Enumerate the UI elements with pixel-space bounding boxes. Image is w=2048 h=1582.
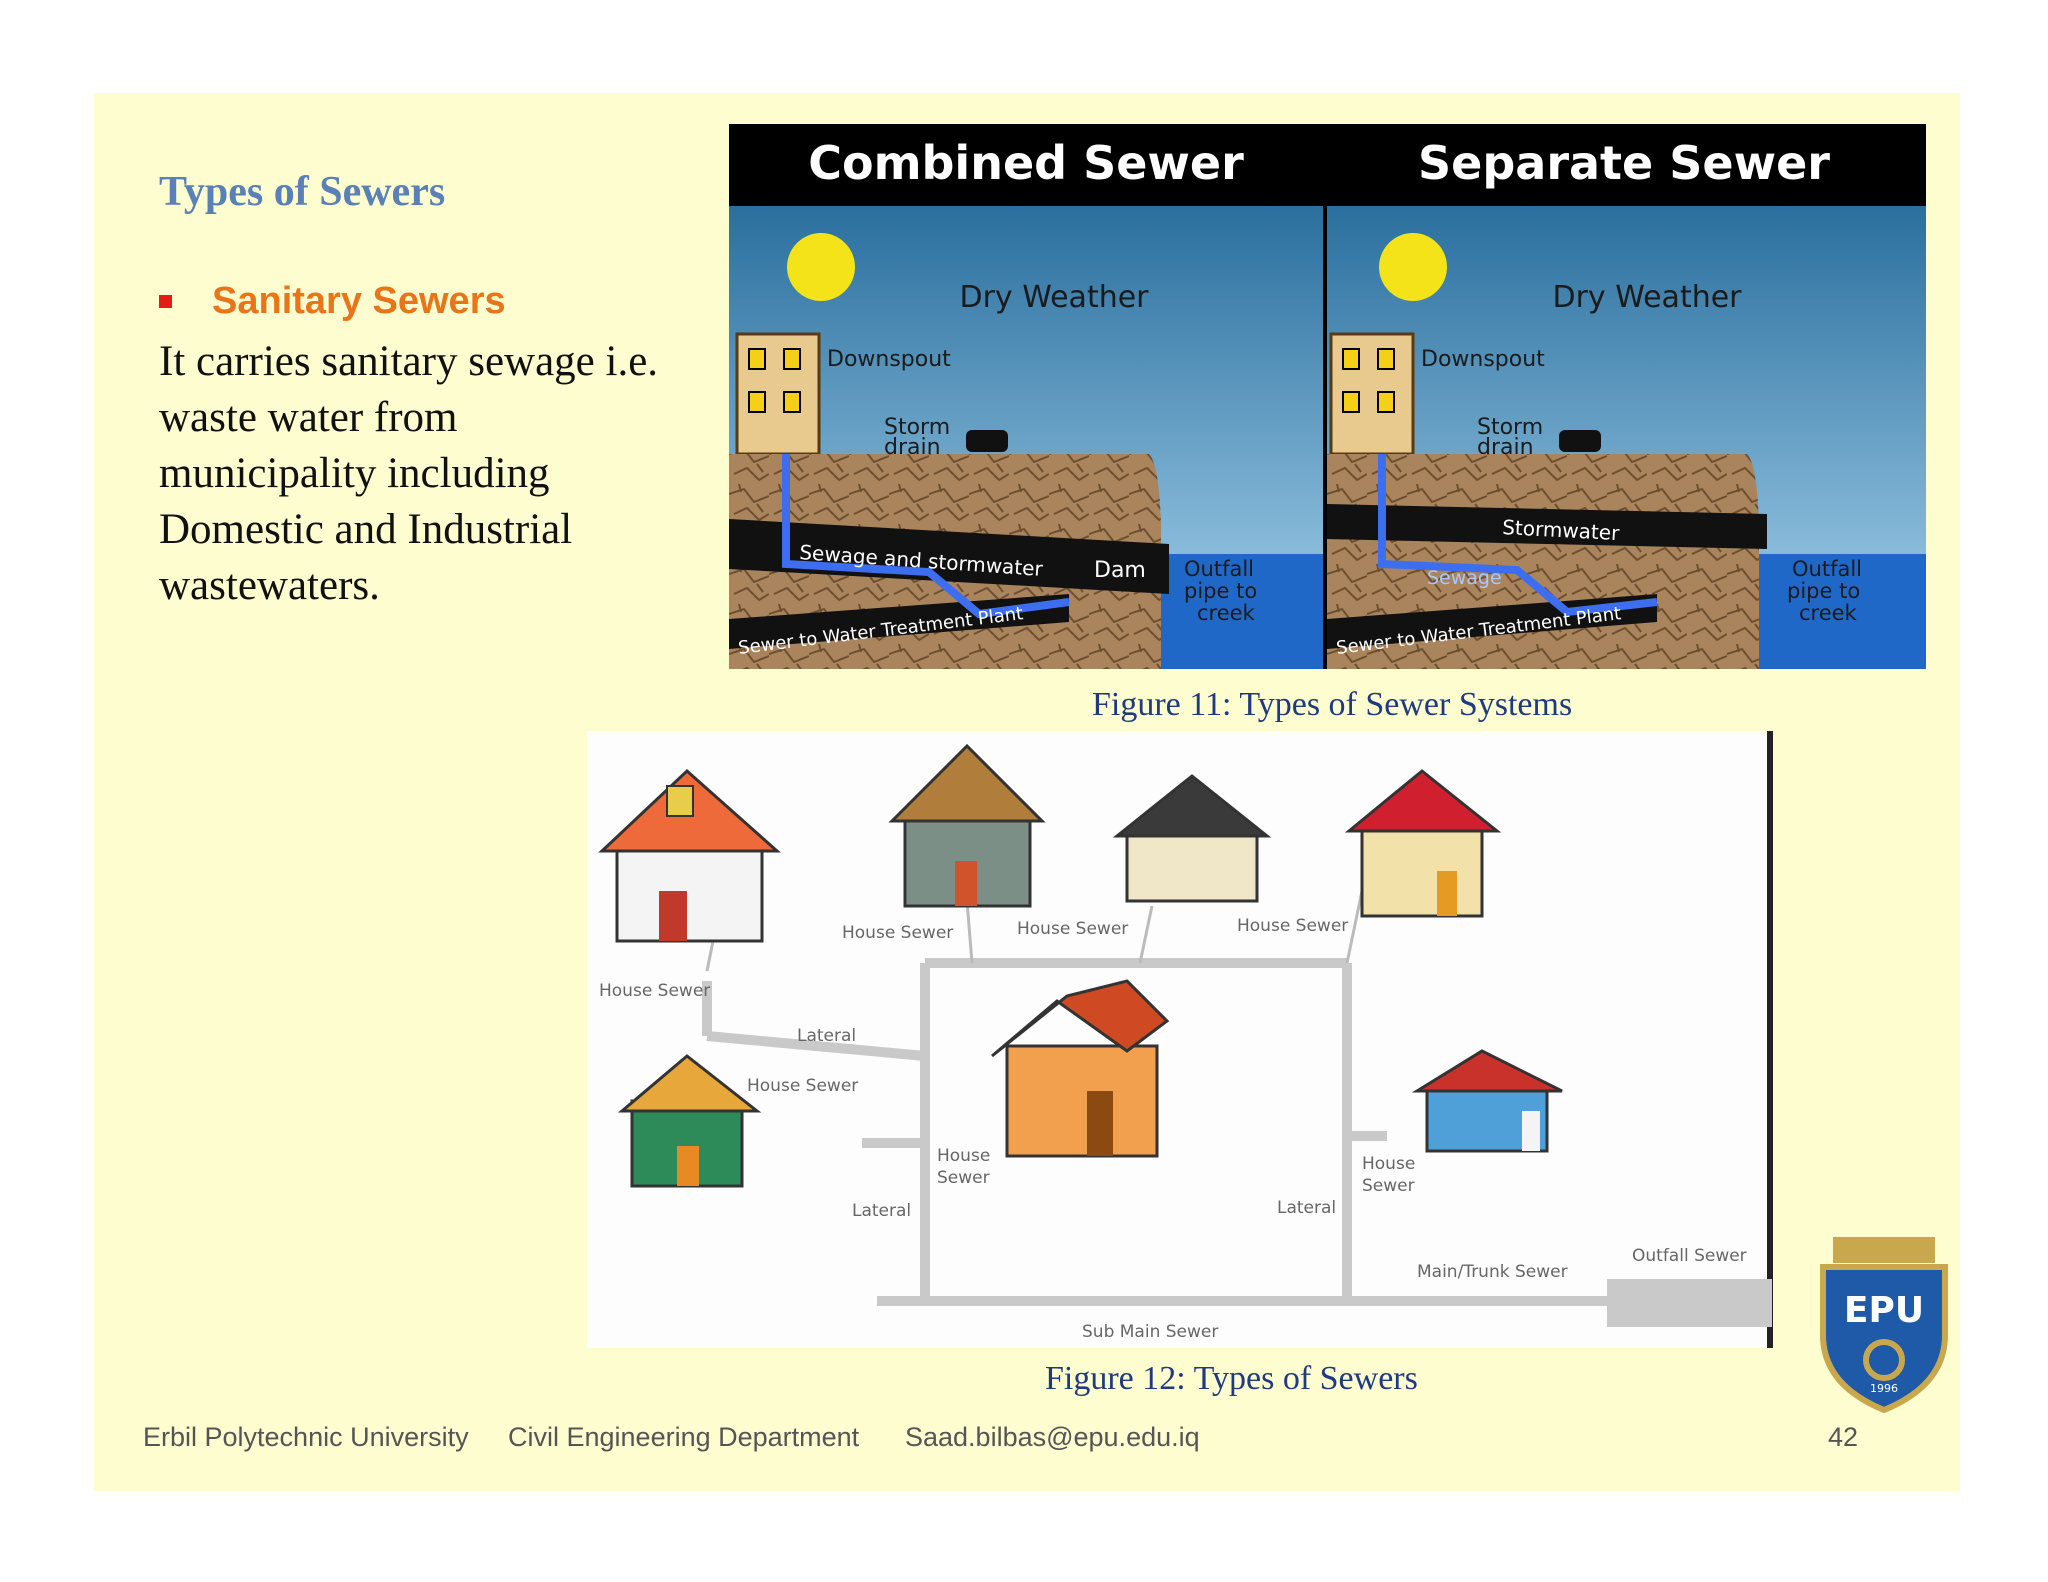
house-icon (598, 768, 781, 943)
outfall-label: Outfall (1792, 557, 1862, 581)
house-icon (1411, 1049, 1563, 1153)
house-icon (1344, 769, 1502, 918)
house-sewer-label: Sewer (937, 1168, 990, 1188)
house-sewer-label: House (937, 1146, 990, 1166)
logo-text: EPU (1844, 1290, 1924, 1331)
house-sewer-label: House Sewer (1237, 916, 1348, 936)
logo-year: 1996 (1870, 1382, 1898, 1395)
storm-label: Storm (1477, 415, 1543, 440)
bullet-square-icon (159, 295, 172, 308)
house-sewer-label: House (1362, 1154, 1415, 1174)
house-icon (1112, 774, 1272, 903)
footer-department: Civil Engineering Department (508, 1422, 860, 1452)
figure-12-sewer-network: House Sewer House Sewer House Sewer Hous… (587, 731, 1773, 1348)
house-icon (991, 979, 1170, 1158)
page-number: 42 (1828, 1422, 1859, 1452)
lateral-label: Lateral (1277, 1198, 1336, 1218)
figure-11-sewer-systems: Combined Sewer Dry Weather Downspout Sto… (729, 124, 1926, 669)
house-sewer-label: House Sewer (842, 923, 953, 943)
figure-11-caption: Figure 11: Types of Sewer Systems (1092, 686, 1573, 723)
sun-icon (1379, 233, 1447, 301)
body-text: It carries sanitary sewage i.e. waste wa… (159, 338, 659, 609)
downspout-label: Downspout (1421, 347, 1545, 372)
sub-main-sewer-label: Sub Main Sewer (1082, 1322, 1218, 1342)
outfall-creek-label: creek (1799, 601, 1858, 625)
sewage-label: Sewage (1427, 567, 1502, 589)
house-sewer-label: Sewer (1362, 1176, 1415, 1196)
house-icon (888, 743, 1046, 908)
gear-icon (1863, 1339, 1905, 1381)
bullet-item: Sanitary Sewers (159, 280, 506, 323)
slide-title: Types of Sewers (159, 169, 446, 215)
epu-logo: EPU 1996 (1820, 1237, 1948, 1413)
house-sewer-label: House Sewer (747, 1076, 858, 1096)
footer-email: Saad.bilbas@epu.edu.iq (905, 1422, 1200, 1452)
downspout-label: Downspout (827, 347, 951, 372)
outfall-pipe-label: pipe to (1787, 579, 1860, 603)
separate-sewer-title: Separate Sewer (1418, 136, 1830, 190)
outfall-creek-label: creek (1197, 601, 1256, 625)
outfall-sewer-label: Outfall Sewer (1632, 1246, 1747, 1266)
car-icon (1559, 430, 1601, 452)
lateral-label: Lateral (797, 1026, 856, 1046)
dry-weather-label: Dry Weather (959, 280, 1149, 315)
bullet-heading: Sanitary Sewers (212, 280, 506, 322)
outfall-label: Outfall (1184, 557, 1254, 581)
outfall-pipe-label: pipe to (1184, 579, 1257, 603)
storm-label: Storm (884, 415, 950, 440)
separate-sewer-panel: Separate Sewer Dry Weather Downspout Sto… (1327, 136, 1926, 669)
main-trunk-sewer-label: Main/Trunk Sewer (1417, 1262, 1568, 1282)
footer-university: Erbil Polytechnic University (143, 1422, 469, 1452)
lateral-label: Lateral (852, 1201, 911, 1221)
house-sewer-label: House Sewer (599, 981, 710, 1001)
dam-label: Dam (1094, 558, 1146, 583)
sun-icon (787, 233, 855, 301)
combined-sewer-title: Combined Sewer (808, 136, 1244, 190)
figure-12-caption: Figure 12: Types of Sewers (1045, 1360, 1418, 1397)
car-icon (966, 430, 1008, 452)
house-icon (617, 1054, 762, 1188)
house-sewer-label: House Sewer (1017, 919, 1128, 939)
dry-weather-label: Dry Weather (1552, 280, 1742, 315)
combined-sewer-panel: Combined Sewer Dry Weather Downspout Sto… (729, 136, 1323, 669)
